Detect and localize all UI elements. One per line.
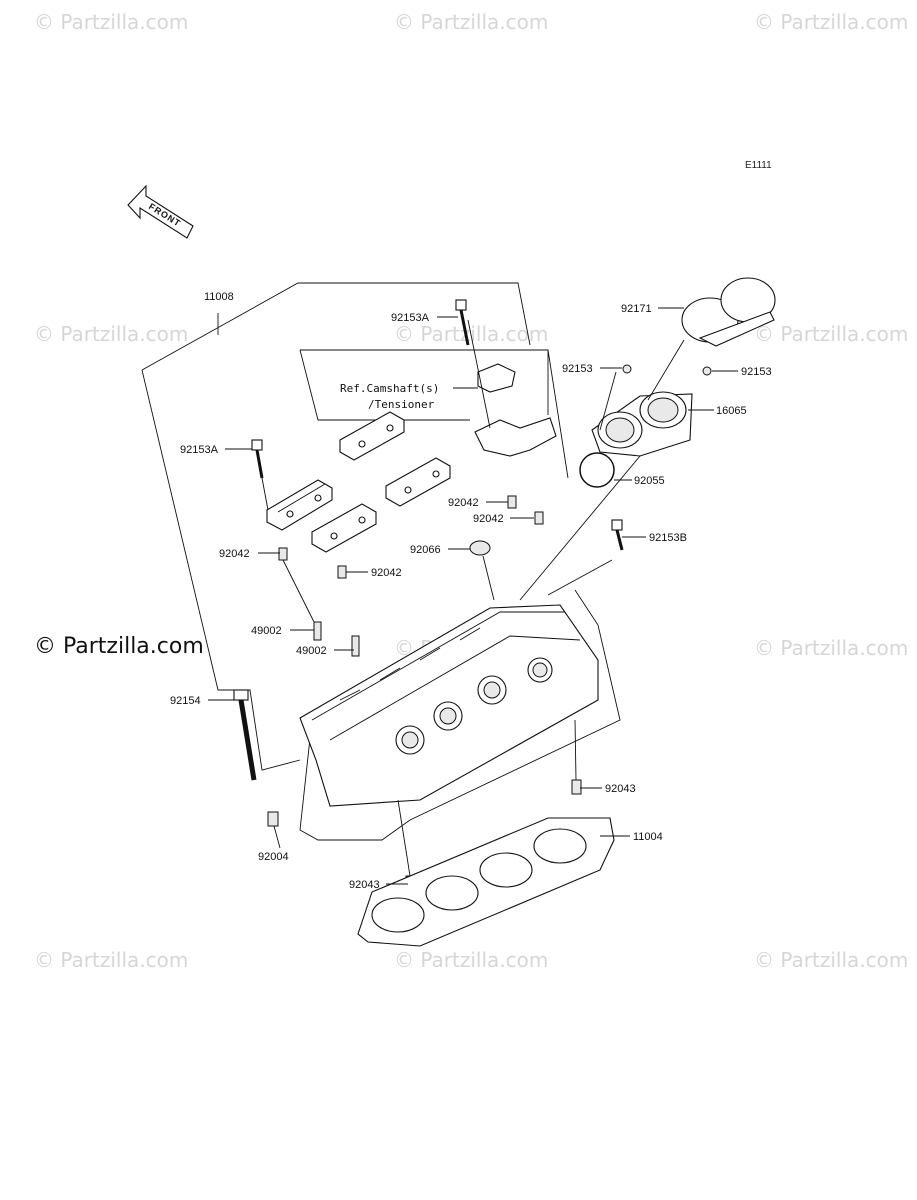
dowel-pin (278, 547, 288, 561)
watermark: © Partzilla.com (394, 10, 549, 34)
watermark: © Partzilla.com (754, 636, 909, 660)
oil-jet (351, 635, 360, 657)
throttle-body-holder (591, 391, 693, 457)
callout-49002-b: 49002 (296, 645, 327, 657)
oil-jet (313, 621, 322, 641)
callout-11008: 11008 (204, 291, 234, 303)
plug-92004 (267, 811, 279, 827)
callout-labels: 11008 92153A 92171 92153 92153 16065 921… (170, 291, 772, 891)
callout-11004: 11004 (633, 831, 663, 843)
diagram-code: E1111 (745, 160, 772, 171)
callout-92042-c: 92042 (219, 548, 250, 560)
callout-92153-right: 92153 (741, 366, 772, 378)
cylinder-head-group-outline (141, 282, 531, 771)
callout-92153-left: 92153 (562, 363, 593, 375)
o-ring-92055 (579, 452, 615, 488)
callout-92004: 92004 (258, 851, 289, 863)
callout-92042-a: 92042 (448, 497, 479, 509)
bolt-92153a-top (455, 299, 470, 346)
camshaft-cap (339, 411, 405, 461)
bolt-92153a-left (251, 439, 264, 479)
callout-49002-a: 49002 (251, 625, 282, 637)
hose-clamp (681, 277, 776, 347)
dowel-pin (534, 511, 544, 525)
callout-92066: 92066 (410, 544, 441, 556)
watermark: © Partzilla.com (34, 10, 189, 34)
callout-92153b: 92153B (649, 532, 687, 544)
cylinder-head (299, 604, 599, 807)
callout-92042-b: 92042 (473, 513, 504, 525)
ref-tensioner-text: /Tensioner (368, 398, 435, 411)
watermark: © Partzilla.com (394, 948, 549, 972)
screw (622, 364, 632, 374)
callout-92153a-top: 92153A (391, 312, 430, 324)
watermark: © Partzilla.com (754, 10, 909, 34)
plug-92066 (469, 540, 491, 556)
callout-92171: 92171 (621, 303, 652, 315)
dowel-pin (571, 779, 582, 795)
callout-92043-bottom: 92043 (349, 879, 380, 891)
screw (702, 366, 712, 376)
camshaft-cap (311, 503, 377, 553)
callout-92154: 92154 (170, 695, 201, 707)
watermark: © Partzilla.com (34, 322, 189, 346)
leader-lines (208, 307, 738, 885)
watermark: © Partzilla.com (34, 948, 189, 972)
camshaft-cap (385, 457, 451, 507)
camshaft-cap (266, 479, 333, 531)
tensioner-bracket (474, 363, 557, 457)
bolt-92154 (233, 689, 257, 781)
callout-92055: 92055 (634, 475, 665, 487)
head-group-lines (299, 559, 621, 841)
ref-camshaft-text: Ref.Camshaft(s) (340, 382, 439, 395)
dowel-pin (337, 565, 347, 579)
front-arrow-icon: FRONT (127, 184, 194, 239)
callout-92043-right: 92043 (605, 783, 636, 795)
bolt-92153b (611, 519, 624, 551)
watermark-main: © Partzilla.com (34, 634, 204, 659)
head-gasket (357, 817, 615, 947)
watermark: © Partzilla.com (754, 322, 909, 346)
dowel-pin (507, 495, 517, 509)
reference-box: Ref.Camshaft(s) /Tensioner (299, 349, 569, 479)
callout-92042-d: 92042 (371, 567, 402, 579)
watermark: © Partzilla.com (754, 948, 909, 972)
callout-16065: 16065 (716, 405, 747, 417)
callout-92153a-left: 92153A (180, 444, 219, 456)
